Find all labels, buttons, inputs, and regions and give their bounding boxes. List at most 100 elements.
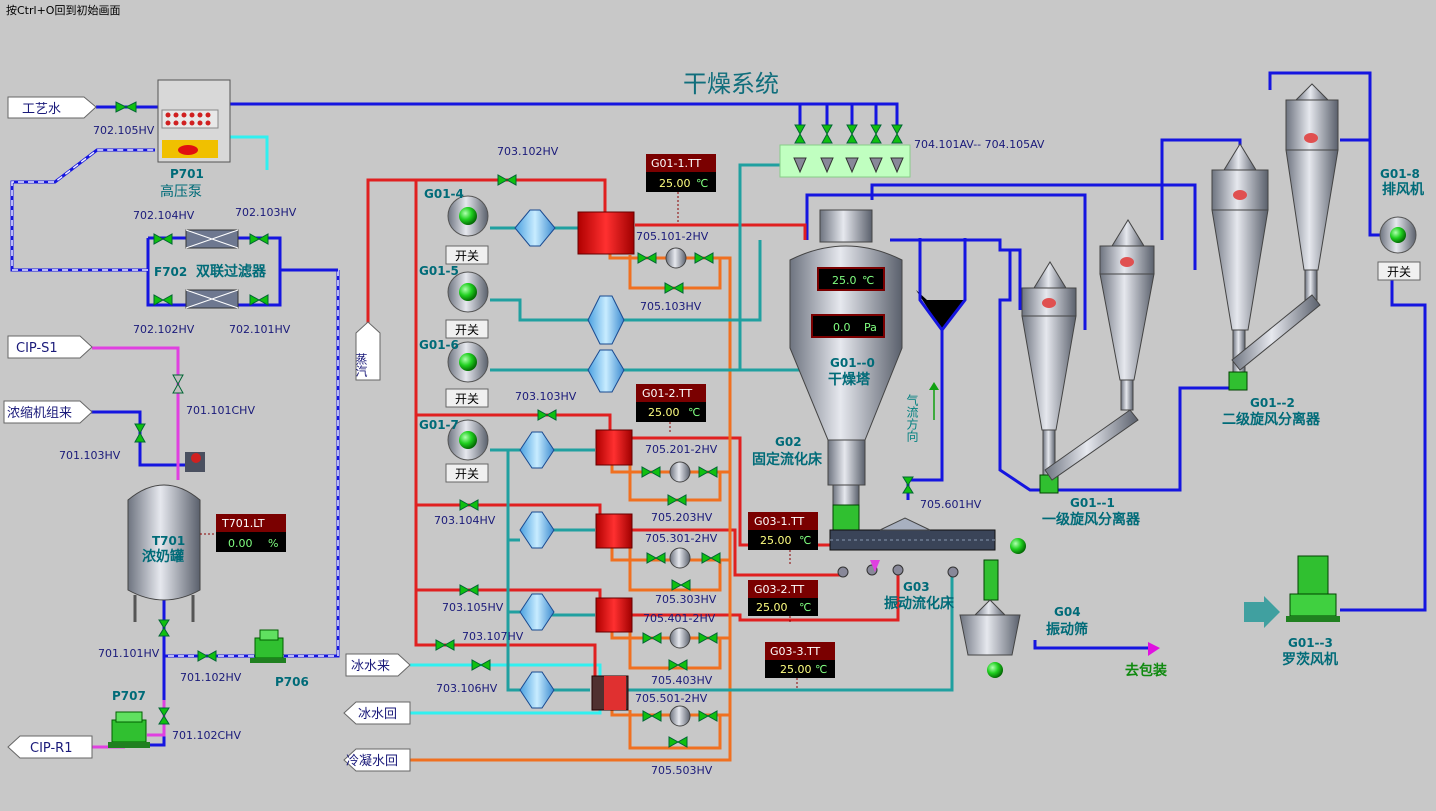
svg-text:℃: ℃ [799,601,811,614]
label-705-301: 705.301-2HV [645,532,718,545]
valve-704-3 [846,124,858,144]
label-703-105: 703.105HV [442,601,504,614]
svg-text:冰水来: 冰水来 [351,659,390,674]
valve-704-4 [870,124,882,144]
f702-name: 双联过滤器 [196,263,267,280]
valve-704-2 [821,124,833,144]
pump-p701[interactable] [157,79,231,163]
svg-text:℃: ℃ [688,406,700,419]
cyclone-2a [1211,143,1269,391]
to-pack-arrow [1148,642,1160,656]
exhaust-fan-g01-8[interactable]: 开关 [1377,216,1421,281]
input-process-water: 工艺水 [7,96,97,119]
circ-pumps [665,247,691,727]
valve-705-303 [671,579,691,591]
fan-g01-6[interactable]: 开关 [445,341,489,408]
fan-g01-4[interactable]: 开关 [445,195,489,265]
svg-text:蒸汽: 蒸汽 [354,353,368,377]
svg-text:开关: 开关 [455,467,479,481]
fan-g01-5[interactable]: 开关 [445,271,489,339]
pump-p707[interactable] [108,711,150,748]
svg-text:冰水回: 冰水回 [358,707,397,722]
g01-1-name: 一级旋风分离器 [1042,511,1141,528]
label-705-101: 705.101-2HV [636,230,709,243]
f702-id: F702 [154,265,187,279]
g01-8-name: 排风机 [1382,181,1424,198]
label-701-102c: 701.102CHV [172,729,241,742]
svg-text:CIP-R1: CIP-R1 [30,741,72,756]
svg-text:开关: 开关 [455,249,479,263]
gauge-tower-temp: 25.0 ℃ [817,267,885,291]
gauge-tower-press: 0.0 Pa [811,314,885,338]
atomizer-header [779,144,911,178]
g01-3-id: G01--3 [1288,636,1333,650]
valve-702-102 [153,294,173,306]
p701-name: 高压泵 [160,183,202,200]
valve-701-102 [197,650,217,662]
cyclone-2b [1231,83,1339,371]
svg-text:T701.LT: T701.LT [221,517,265,530]
label-705-303: 705.303HV [655,593,717,606]
g03-id: G03 [903,580,930,594]
valve-703-106 [471,659,491,671]
valve-705-601 [902,476,914,494]
valve-704-1 [794,124,806,144]
to-pack-text: 去包装 [1125,662,1168,679]
svg-text:25.00: 25.00 [760,534,792,547]
gauge-g03-2-tt: G03-2.TT 25.00 ℃ [748,580,818,616]
airflow-arrow [929,382,939,420]
svg-text:G01-2.TT: G01-2.TT [642,387,693,400]
label-703-107: 703.107HV [462,630,524,643]
pump-p706[interactable] [250,629,286,663]
valve-702-104 [153,233,173,245]
svg-text:25.00: 25.00 [648,406,680,419]
label-703-104: 703.104HV [434,514,496,527]
valve-703-103 [537,409,557,421]
svg-text:浓缩机组来: 浓缩机组来 [7,405,72,421]
g01-5-id: G01-5 [419,264,459,278]
fan-g01-7[interactable]: 开关 [445,419,489,483]
svg-text:25.00: 25.00 [780,663,812,676]
valve-705-301a [646,552,666,564]
input-ice-water-in: 冰水来 [345,653,411,677]
input-concentrator: 浓缩机组来 [3,400,93,424]
valve-705-201b [698,466,718,478]
g01-7-id: G01-7 [419,418,459,432]
p701-id: P701 [170,167,204,181]
label-705-203: 705.203HV [651,511,713,524]
valve-703-104 [459,499,479,511]
vibrating-fluid-bed [829,517,996,578]
valve-703-102 [497,174,517,186]
dryer-tower [789,209,965,531]
valves[interactable] [115,101,914,748]
svg-text:开关: 开关 [455,323,479,337]
t701-id: T701 [152,534,185,548]
input-cip-s1: CIP-S1 [7,335,93,359]
g01-3-name: 罗茨风机 [1282,651,1338,668]
label-701-101c: 701.101CHV [186,404,255,417]
label-702-101: 702.101HV [229,323,291,336]
input-steam: 蒸汽 [354,321,381,381]
roots-blower[interactable] [1244,555,1340,628]
svg-text:Pa: Pa [864,321,877,334]
valve-701-102c [158,707,170,725]
valve-705-101a [637,252,657,264]
g01-6-id: G01-6 [419,338,459,352]
valve-703-107 [435,639,455,651]
valve-701-103 [134,423,146,443]
label-701-103: 701.103HV [59,449,121,462]
g02-name: 固定流化床 [752,451,823,468]
g01-2-id: G01--2 [1250,396,1295,410]
g01-4-id: G01-4 [424,187,464,201]
valve-705-501b [698,710,718,722]
p707-id: P707 [112,689,146,703]
tank-t701 [127,452,205,622]
svg-text:工艺水: 工艺水 [22,102,61,117]
label-705-201: 705.201-2HV [645,443,718,456]
filter-f702 [185,229,239,309]
valve-705-203 [667,494,687,506]
air-filters [514,209,625,709]
svg-text:G03-1.TT: G03-1.TT [754,515,805,528]
output-cip-r1: CIP-R1 [7,735,93,759]
